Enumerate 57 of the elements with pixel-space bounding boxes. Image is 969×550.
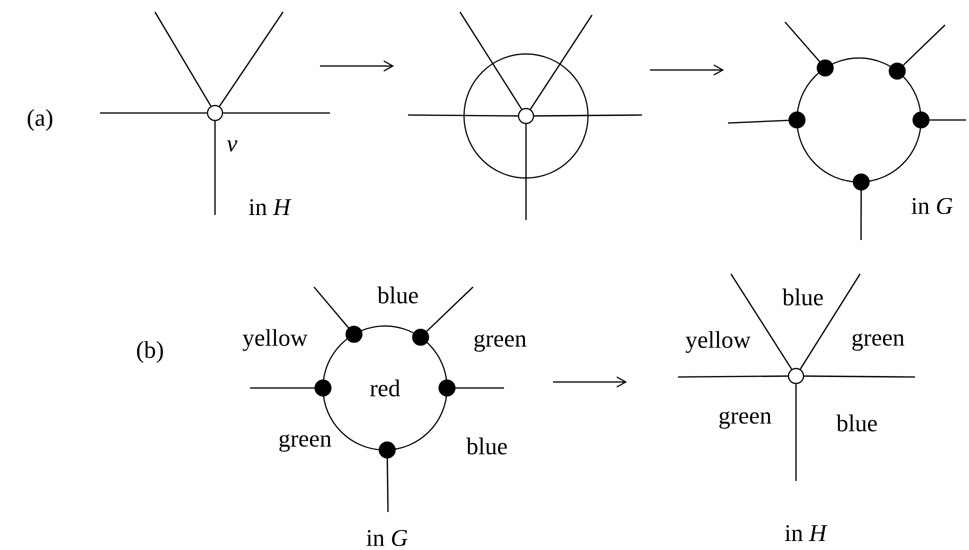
region-label: green (474, 334, 526, 352)
graph-label: in H (784, 525, 828, 541)
region-label: green (719, 411, 772, 429)
region-label: blue (782, 288, 823, 306)
graph-edge (860, 190, 862, 240)
graph-edge (930, 119, 966, 121)
graph-edge (525, 124, 527, 220)
graph-edge (784, 22, 820, 62)
graph-edge (902, 24, 946, 66)
vertex-dot (378, 442, 396, 458)
vertex-dot (412, 328, 430, 346)
graph-edge (728, 120, 789, 124)
region-label: yellow (686, 331, 751, 353)
vertex-label: v (227, 140, 238, 152)
graph-edge (386, 458, 389, 512)
vertex-dot (788, 112, 806, 128)
region-label: green (852, 333, 904, 351)
graph-edge (100, 112, 207, 114)
vertex-dot (888, 62, 906, 80)
vertex-dot (852, 174, 870, 190)
graph-edge (678, 375, 788, 378)
graph-edge (214, 121, 216, 215)
vertex-dot (912, 112, 930, 128)
panel-label: (a) (28, 109, 52, 131)
vertex-dot (346, 326, 362, 343)
vertex-dot (816, 60, 834, 76)
graph-edge (250, 387, 314, 389)
graph-edge (459, 12, 522, 110)
graph-edge (456, 387, 504, 389)
cycle-circle (796, 57, 922, 183)
cycle-circle (463, 53, 589, 179)
graph-edge (223, 112, 330, 114)
region-label: blue (836, 414, 877, 432)
graph-edge (408, 114, 518, 117)
panel-label: (b) (137, 341, 163, 363)
vertex (518, 108, 534, 124)
region-label: yellow (242, 329, 308, 351)
graph-edge (314, 286, 350, 328)
vertex-dot (438, 380, 456, 396)
region-label: blue (377, 286, 418, 304)
graph-edge (730, 274, 792, 370)
graph-edge (219, 12, 284, 107)
graph-edge (154, 12, 212, 106)
graph-edge (530, 14, 593, 110)
vertex (206, 104, 224, 122)
graph-edge (795, 384, 797, 481)
graph-edge (804, 375, 916, 378)
graph-edge (426, 286, 474, 332)
graph-label: in G (366, 530, 408, 546)
graph-label: in G (912, 198, 952, 214)
graph-edge (800, 274, 861, 370)
vertex (788, 368, 804, 384)
graph-label: in H (248, 199, 292, 215)
region-label: green (279, 434, 332, 452)
region-label: blue (466, 438, 507, 454)
vertex-dot (314, 380, 332, 396)
graph-edge (534, 114, 642, 117)
